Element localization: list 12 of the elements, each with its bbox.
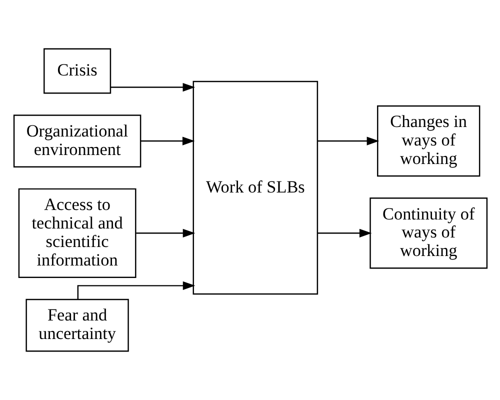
node-box: Continuity of ways of working xyxy=(369,198,488,269)
arrow xyxy=(136,228,195,238)
node-box: Crisis xyxy=(43,48,111,94)
node-box: Access to technical and scientific information xyxy=(18,188,136,278)
node-box: Changes in ways of working xyxy=(376,105,480,177)
arrow xyxy=(140,136,194,146)
node-box: Fear and uncertainty xyxy=(25,298,128,352)
node-box: Work of SLBs xyxy=(192,80,318,295)
node-box: Organizational environment xyxy=(12,114,141,168)
arrow xyxy=(110,83,195,92)
arrow xyxy=(316,228,372,238)
arrow xyxy=(316,136,379,146)
